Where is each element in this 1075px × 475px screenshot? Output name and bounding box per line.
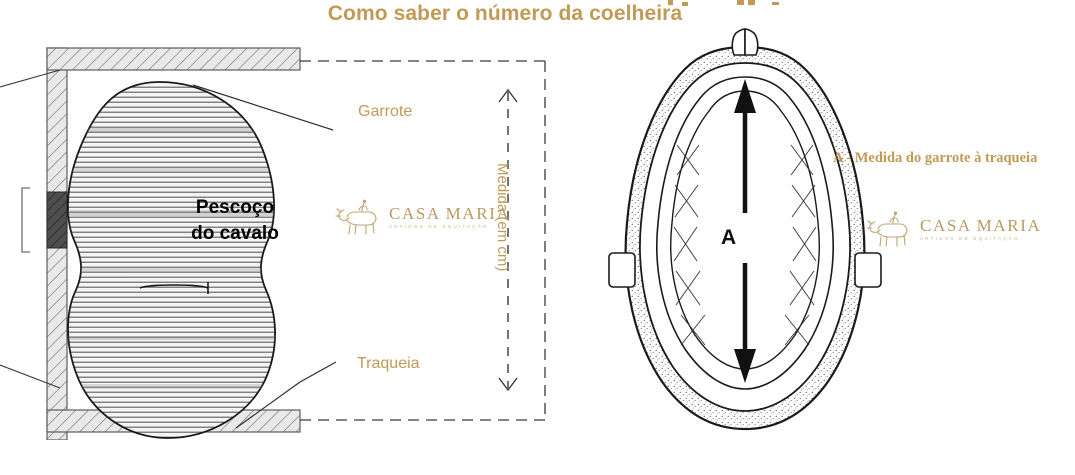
collar-measure-arrow [734, 79, 756, 383]
clipped-text-fragment [737, 0, 744, 5]
right-diagram-svg [608, 28, 882, 431]
wall-dark-block [46, 191, 68, 249]
callout-line-traqueia [299, 361, 337, 383]
logo-text-block: CASA MARIA ARTIGOS DE EQUITAÇÃO [389, 205, 510, 229]
page-title: Como saber o número da coelheira [327, 2, 683, 25]
clipped-text-fragment [668, 0, 673, 5]
logo-text-block: CASA MARIA ARTIGOS DE EQUITAÇÃO [920, 217, 1041, 241]
collar-measure-letter: A [718, 225, 740, 251]
measurement-arrow [498, 88, 518, 392]
logo-subtitle: ARTIGOS DE EQUITAÇÃO [389, 223, 489, 229]
horse-neck-shape [67, 81, 276, 439]
label-garrote: Garrote [358, 103, 413, 120]
collar-top-horns [731, 28, 759, 56]
clipped-text-fragment [772, 2, 779, 5]
clipped-text-fragment [748, 0, 755, 5]
wall-bracket [21, 187, 30, 253]
leader-line-bottom [0, 364, 61, 389]
collar-side-buckles [608, 252, 882, 288]
callout-line-traqueia-2 [235, 381, 301, 429]
measurement-dashed-frame [300, 60, 546, 421]
left-diagram-svg [0, 47, 546, 440]
logo-casa-maria-left: CASA MARIA ARTIGOS DE EQUITAÇÃO [335, 198, 510, 236]
leader-line-top [0, 69, 61, 88]
clipped-text-fragment [682, 2, 688, 6]
logo-casa-maria-right: CASA MARIA ARTIGOS DE EQUITAÇÃO [866, 210, 1041, 248]
horse-and-rider-icon [866, 211, 908, 247]
label-measure-description: A - Medida do garrote à traqueia [833, 150, 1038, 166]
logo-name: CASA MARIA [920, 215, 1042, 235]
collar-inner-lining [656, 76, 834, 390]
logo-subtitle: ARTIGOS DE EQUITAÇÃO [920, 235, 1020, 241]
horse-and-rider-icon [335, 199, 377, 235]
collar-quilt-stitching [673, 144, 817, 346]
logo-name: CASA MARIA [389, 203, 511, 223]
callout-line-garrote [192, 84, 334, 131]
label-traqueia: Traqueia [357, 355, 420, 372]
